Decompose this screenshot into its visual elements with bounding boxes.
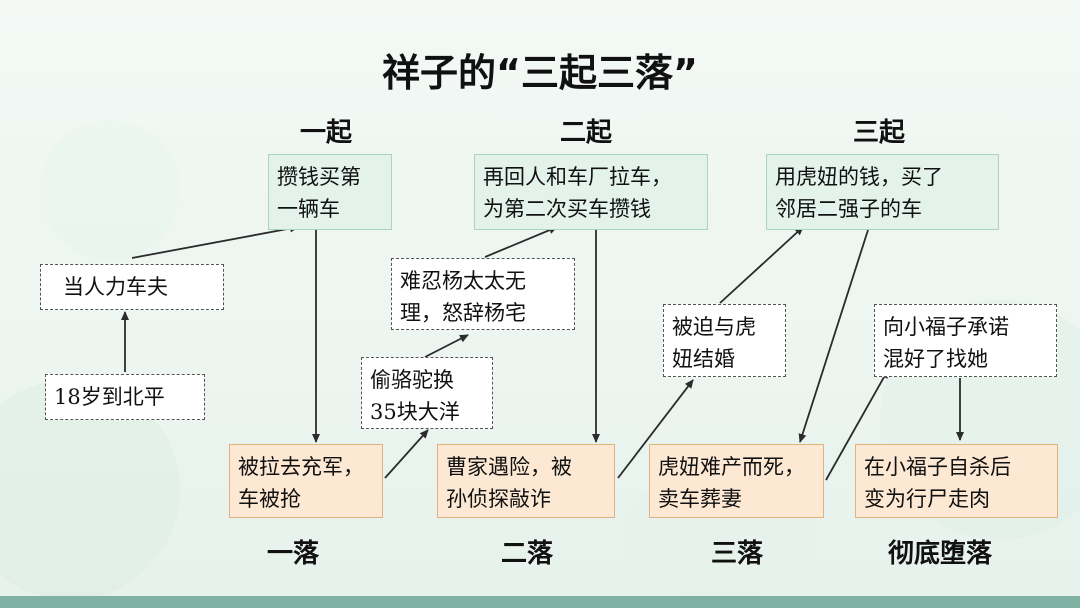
box-line: 理，怒辞杨宅 bbox=[400, 301, 526, 325]
box-line: 偷骆驼换 bbox=[370, 368, 454, 392]
box-leave-yang: 难忍杨太太无 理，怒辞杨宅 bbox=[391, 258, 575, 330]
label-fall-1: 一落 bbox=[267, 539, 320, 569]
slide-title: 祥子的“三起三落” bbox=[382, 51, 698, 95]
label-rise-2: 二起 bbox=[560, 118, 613, 148]
box-marry-huniu: 被迫与虎 妞结婚 bbox=[663, 304, 786, 377]
box-fall-3: 虎妞难产而死， 卖车葬妻 bbox=[649, 444, 824, 518]
box-line: 邻居二强子的车 bbox=[775, 197, 922, 221]
arrow-fall1-to-steal bbox=[384, 429, 429, 479]
box-rise-1: 攒钱买第 一辆车 bbox=[268, 154, 392, 230]
box-rickshaw-puller: 当人力车夫 bbox=[40, 264, 224, 310]
arrow-puller-to-rise1 bbox=[131, 224, 299, 259]
box-line: 曹家遇险，被 bbox=[446, 455, 572, 479]
arrow-fall3-to-promise bbox=[825, 369, 889, 481]
box-steal-camels: 偷骆驼换 35块大洋 bbox=[361, 357, 493, 429]
box-promise-xiaofuzi: 向小福子承诺 混好了找她 bbox=[874, 304, 1057, 377]
decor-blob bbox=[40, 120, 180, 260]
box-line: 被拉去充军， bbox=[238, 455, 364, 479]
arrow-rise3-to-fall3 bbox=[798, 229, 869, 443]
box-line: 妞结婚 bbox=[672, 347, 735, 371]
box-line: 向小福子承诺 bbox=[883, 315, 1009, 339]
box-line: 变为行尸走肉 bbox=[864, 487, 990, 511]
arrow-steal-to-leave bbox=[424, 334, 469, 358]
box-line: 用虎妞的钱，买了 bbox=[775, 165, 943, 189]
box-line: 孙侦探敲诈 bbox=[446, 487, 551, 511]
arrow-marry-to-rise3 bbox=[719, 226, 804, 304]
box-age18: 18岁到北平 bbox=[45, 374, 205, 420]
box-fall-1: 被拉去充军， 车被抢 bbox=[229, 444, 383, 518]
label-fall-3: 三落 bbox=[711, 539, 764, 569]
box-line: 难忍杨太太无 bbox=[400, 269, 526, 293]
arrow-fall2-to-marry bbox=[617, 379, 694, 479]
box-line: 车被抢 bbox=[238, 487, 301, 511]
box-line: 再回人和车厂拉车， bbox=[483, 165, 672, 189]
box-line: 攒钱买第 bbox=[277, 165, 361, 189]
box-line: 混好了找她 bbox=[883, 347, 988, 371]
bottom-bar bbox=[0, 596, 1080, 608]
box-rise-3: 用虎妞的钱，买了 邻居二强子的车 bbox=[766, 154, 999, 230]
box-rise-2: 再回人和车厂拉车， 为第二次买车攒钱 bbox=[474, 154, 708, 230]
box-line: 虎妞难产而死， bbox=[658, 455, 805, 479]
box-line: 为第二次买车攒钱 bbox=[483, 197, 651, 221]
box-line: 卖车葬妻 bbox=[658, 487, 742, 511]
label-fall-final: 彻底堕落 bbox=[888, 539, 993, 569]
box-line: 35块大洋 bbox=[370, 400, 460, 424]
label-rise-3: 三起 bbox=[853, 118, 906, 148]
box-line: 一辆车 bbox=[277, 197, 340, 221]
box-line: 当人力车夫 bbox=[63, 275, 168, 299]
box-fall-2: 曹家遇险，被 孙侦探敲诈 bbox=[437, 444, 615, 518]
box-line: 在小福子自杀后 bbox=[864, 455, 1011, 479]
box-final-fall: 在小福子自杀后 变为行尸走肉 bbox=[855, 444, 1058, 518]
label-fall-2: 二落 bbox=[501, 539, 554, 569]
box-line: 被迫与虎 bbox=[672, 315, 756, 339]
label-rise-1: 一起 bbox=[300, 118, 353, 148]
box-line: 18岁到北平 bbox=[54, 385, 165, 409]
arrow-leave-to-rise2 bbox=[484, 226, 558, 258]
